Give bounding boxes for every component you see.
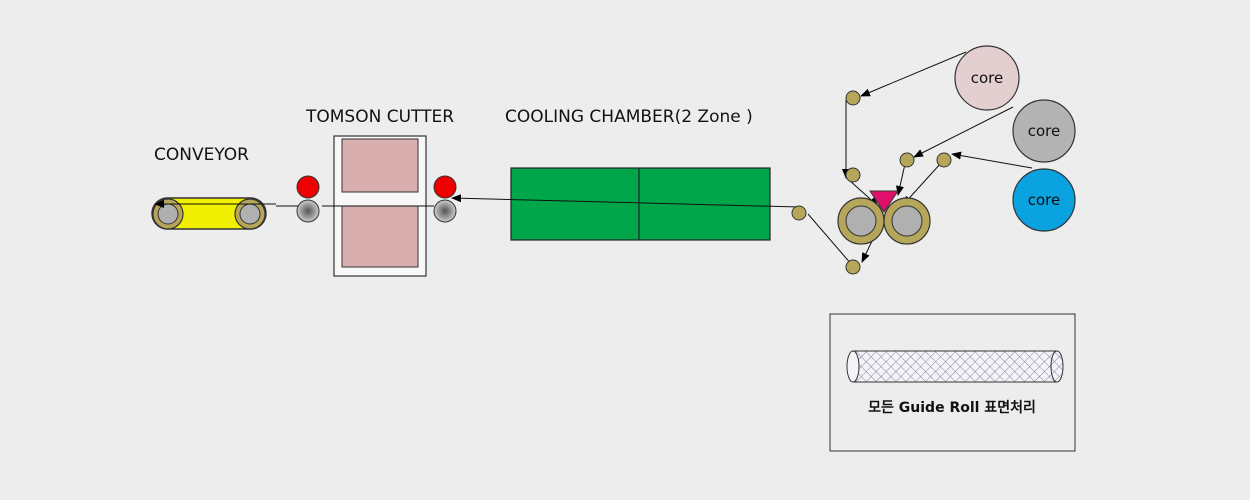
guide-roll [899,152,915,168]
core-bottom: core [1012,168,1076,232]
red-nip-roll [296,175,320,199]
web-line-main [451,194,800,208]
gray-nip-roll [296,199,320,223]
conveyor [151,197,267,230]
cooling-chamber-label: COOLING CHAMBER(2 Zone ) [505,107,753,127]
conveyor-label: CONVEYOR [154,145,249,165]
nip-rolls-left [296,175,320,223]
cutter-lower-die [341,205,419,268]
core-middle-path [913,106,1014,158]
core-middle-circle [1012,99,1076,163]
guide-rolls [791,90,952,275]
nip-rolls-right [433,175,457,223]
core-bottom-circle [1012,168,1076,232]
tomson-cutter-label: TOMSON CUTTER [305,107,454,127]
core-middle: core [1012,99,1076,163]
winding-rolls [837,190,931,245]
cutter-triangle-icon [869,190,899,213]
guide-roll [845,90,861,106]
cooling-chamber [510,167,771,241]
core-top-path [860,51,967,97]
cooling-chamber-box [510,167,771,241]
red-nip-roll [433,175,457,199]
guide-roll [936,152,952,168]
core-top-label: core [971,69,1004,87]
legend-box: 모든 Guide Roll 표면처리 [829,313,1076,452]
legend-caption: 모든 Guide Roll 표면처리 [868,399,1036,416]
core-top-circle [954,45,1020,111]
web-path [154,51,1033,266]
cutter-upper-die [341,138,419,193]
guide-roll [791,205,807,221]
core-bottom-label: core [1028,191,1061,209]
guide-roll [845,259,861,275]
guide-roll-icon [846,350,1064,383]
core-middle-label: core [1028,122,1061,140]
core-top: core [954,45,1020,111]
gray-nip-roll [433,199,457,223]
core-bottom-path [951,151,1033,169]
guide-roll [845,167,861,183]
